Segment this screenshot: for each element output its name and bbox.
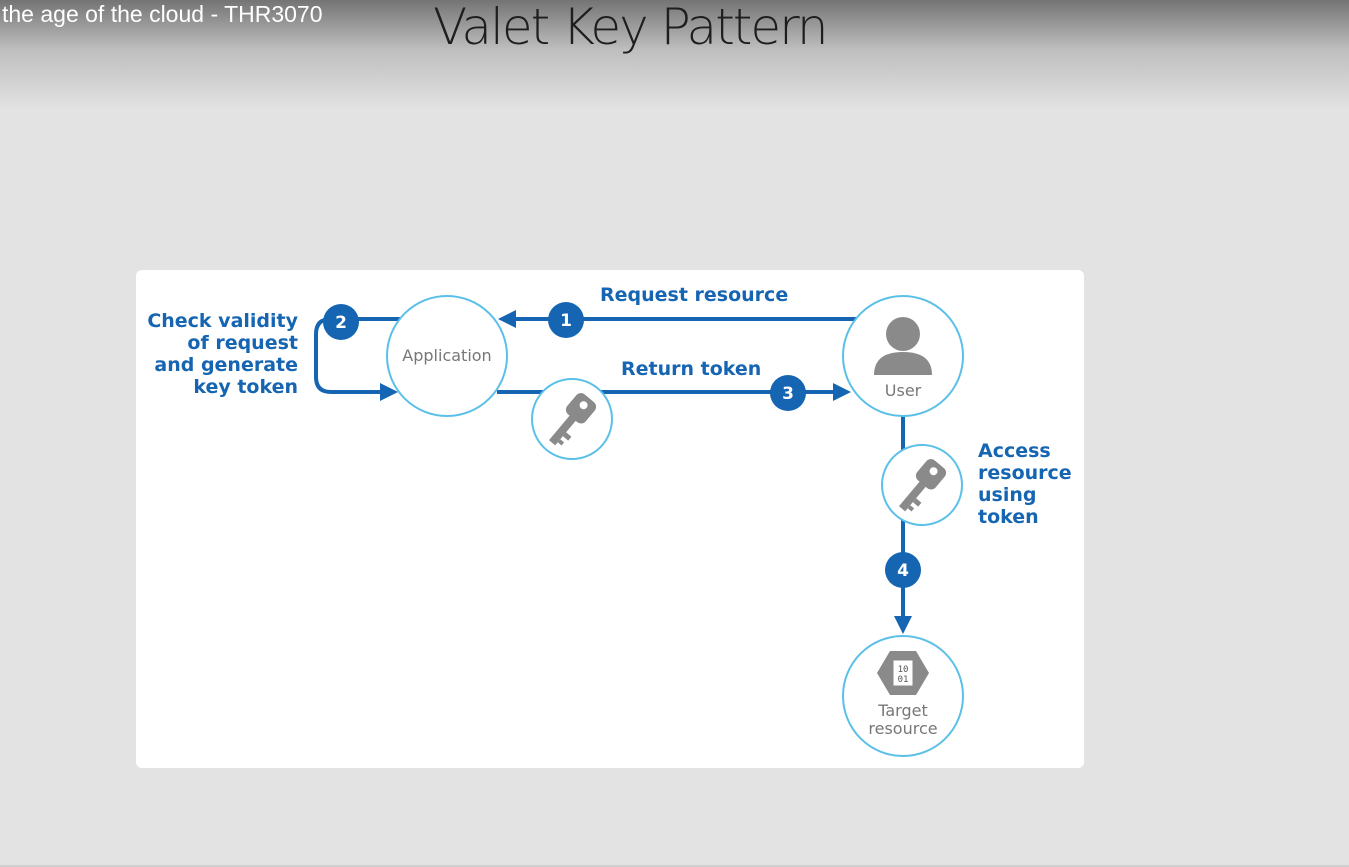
access-label-line2: resource <box>978 462 1072 484</box>
check-label-line1: Check validity <box>147 310 298 332</box>
return-arrowhead <box>833 383 851 401</box>
application-label: Application <box>402 346 491 365</box>
binary-text-1: 10 <box>898 665 909 675</box>
check-label-line3: and generate <box>154 354 298 376</box>
step-badge-3: 3 <box>770 375 806 411</box>
step-number-4: 4 <box>897 561 909 581</box>
target-label-line2: resource <box>868 719 937 738</box>
user-icon <box>874 317 932 375</box>
request-resource-label: Request resource <box>600 284 788 306</box>
video-overlay-gradient <box>0 0 1349 110</box>
target-resource-node <box>842 635 964 757</box>
access-label-line3: using <box>978 484 1036 506</box>
diagram-panel: Application User 10 01 Target resource <box>136 270 1084 768</box>
binary-text-2: 01 <box>898 675 909 685</box>
access-label-line4: token <box>978 506 1039 528</box>
step-badge-2: 2 <box>323 304 359 340</box>
key-icon <box>899 459 947 512</box>
target-label-line1: Target <box>877 701 928 720</box>
slide-title: Valet Key Pattern <box>433 0 829 56</box>
check-label-line2: of request <box>187 332 298 354</box>
application-node <box>386 295 508 417</box>
key-icon <box>549 393 597 446</box>
request-arrowhead <box>498 310 516 328</box>
access-arrowhead <box>894 616 912 634</box>
access-label-line1: Access <box>978 440 1051 462</box>
return-token-label: Return token <box>621 358 761 380</box>
valet-key-diagram: Application User 10 01 Target resource <box>147 284 1072 757</box>
user-label: User <box>885 381 922 400</box>
storage-hexagon-icon: 10 01 <box>877 651 929 695</box>
step-number-3: 3 <box>782 384 794 404</box>
step-number-2: 2 <box>335 313 347 333</box>
step-number-1: 1 <box>560 311 572 331</box>
video-progress-track[interactable] <box>0 865 1349 867</box>
step-badge-4: 4 <box>885 552 921 588</box>
step-badge-1: 1 <box>548 302 584 338</box>
check-label-line4: key token <box>193 376 298 398</box>
validate-arrowhead <box>380 383 398 401</box>
video-title[interactable]: the age of the cloud - THR3070 <box>2 1 323 27</box>
